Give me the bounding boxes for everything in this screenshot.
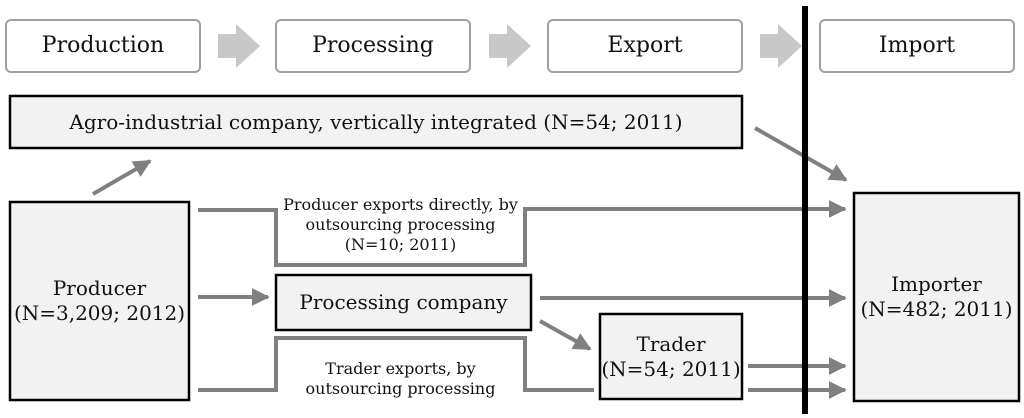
trader-export-flow xyxy=(198,336,594,392)
trader-export-label: Trader exports, by outsourcing processin… xyxy=(280,354,521,404)
trader-export-line-1: Trader exports, by xyxy=(325,359,476,378)
stage-label-import: Import xyxy=(878,33,956,59)
trader-detail: (N=54; 2011) xyxy=(601,356,741,381)
trader-box xyxy=(598,312,744,401)
direct-export-line-1: Producer exports directly, by xyxy=(283,195,518,214)
stage-box-import xyxy=(819,19,1015,73)
trader-export-line-2: outsourcing processing xyxy=(305,379,496,398)
stage-box-export xyxy=(547,19,743,73)
stage-chevron-2 xyxy=(489,24,531,68)
processing-company-box xyxy=(274,273,533,332)
importer-label: Importer (N=482; 2011) xyxy=(854,193,1019,401)
direct-export-line-2: outsourcing processing xyxy=(305,215,496,234)
agro-company-box xyxy=(8,94,744,150)
stage-label-production: Production xyxy=(41,33,165,59)
producer-box xyxy=(8,200,191,402)
producer-label: Producer (N=3,209; 2012) xyxy=(10,202,189,400)
trader-name: Trader xyxy=(636,331,706,356)
importer-name: Importer xyxy=(891,272,982,296)
processing-company-label: Processing company xyxy=(299,290,508,314)
arrow-processing-to-trader xyxy=(539,319,592,351)
stage-chevron-3 xyxy=(760,24,802,68)
stage-box-processing xyxy=(275,19,471,73)
producer-name: Producer xyxy=(52,276,147,300)
direct-export-flow xyxy=(198,200,847,267)
stage-box-production xyxy=(5,19,201,73)
agro-company-label: Agro-industrial company, vertically inte… xyxy=(69,109,683,134)
importer-box xyxy=(852,191,1021,403)
arrow-producer-to-agro xyxy=(91,159,152,196)
stage-chevron-1 xyxy=(218,24,260,68)
stage-label-export: Export xyxy=(607,33,683,59)
direct-export-line-3: (N=10; 2011) xyxy=(344,235,457,254)
importer-detail: (N=482; 2011) xyxy=(860,297,1013,321)
arrow-agro-to-importer xyxy=(754,126,848,182)
producer-detail: (N=3,209; 2012) xyxy=(13,301,186,325)
stage-label-processing: Processing xyxy=(312,33,434,59)
direct-export-label: Producer exports directly, by outsourcin… xyxy=(276,190,525,260)
trader-label: Trader (N=54; 2011) xyxy=(600,314,742,399)
